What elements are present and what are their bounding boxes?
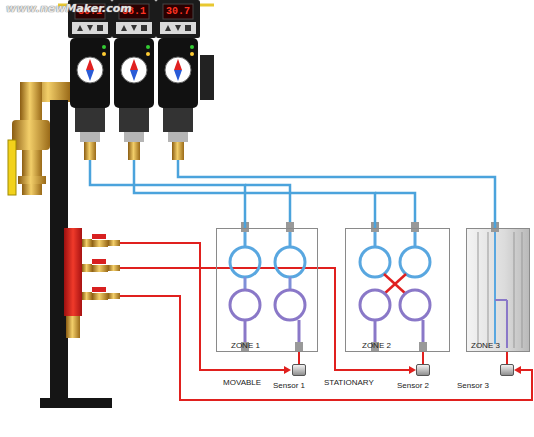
- manifold-valve: [82, 259, 120, 272]
- controller-body: [68, 0, 112, 160]
- supply-line: [134, 160, 375, 228]
- return-stub: [298, 352, 300, 364]
- temperature-controller: 58.1: [112, 0, 156, 160]
- sensor-fitting: Sensor 1: [292, 364, 306, 376]
- sensor-label: Sensor 1: [273, 381, 305, 390]
- sensor-label: Sensor 3: [457, 381, 489, 390]
- flow-arrow: [514, 366, 521, 374]
- quick-connect: [22, 150, 42, 195]
- quick-connect: [18, 176, 46, 184]
- manifold-fitting: [66, 316, 80, 338]
- sensor-fitting: Sensor 3: [500, 364, 514, 376]
- led-display: 30.7: [164, 5, 192, 18]
- zone-label: MOVABLE: [223, 378, 261, 387]
- supply-line: [178, 160, 495, 228]
- watermark: www.newMaker.com: [6, 2, 132, 15]
- supply-branch: [245, 185, 415, 224]
- manifold-valve: [82, 234, 120, 247]
- controller-body: [156, 0, 200, 160]
- temperature-controller: 30.7: [156, 0, 200, 160]
- sensor-label: Sensor 2: [397, 381, 429, 390]
- mold-zone: ZONE 1MOVABLE: [216, 228, 318, 352]
- sensor-fitting: Sensor 2: [416, 364, 430, 376]
- return-manifold: [64, 228, 82, 316]
- zone-label: STATIONARY: [324, 378, 374, 387]
- mold-plate: [466, 222, 530, 352]
- supply-line: [90, 160, 245, 228]
- junction-box: [200, 55, 214, 100]
- flow-arrow: [409, 366, 416, 374]
- valve-handle: [8, 140, 16, 195]
- manifold-valve: [82, 287, 120, 300]
- zone-label: ZONE 2: [362, 341, 391, 350]
- zone-label: ZONE 1: [231, 341, 260, 350]
- cooling-circuit: [230, 222, 305, 352]
- flow-arrow: [284, 366, 291, 374]
- return-stub: [422, 352, 424, 364]
- zone-label: ZONE 3: [471, 341, 500, 350]
- temperature-controller: 30.1: [68, 0, 112, 160]
- cooling-circuit: [360, 222, 430, 352]
- controller-body: [112, 0, 156, 160]
- mold-zone: ZONE 2STATIONARY: [345, 228, 450, 352]
- mold-zone: ZONE 3: [466, 228, 530, 352]
- stand-base: [40, 398, 112, 408]
- ball-valve: [12, 120, 50, 150]
- return-stub: [506, 352, 508, 364]
